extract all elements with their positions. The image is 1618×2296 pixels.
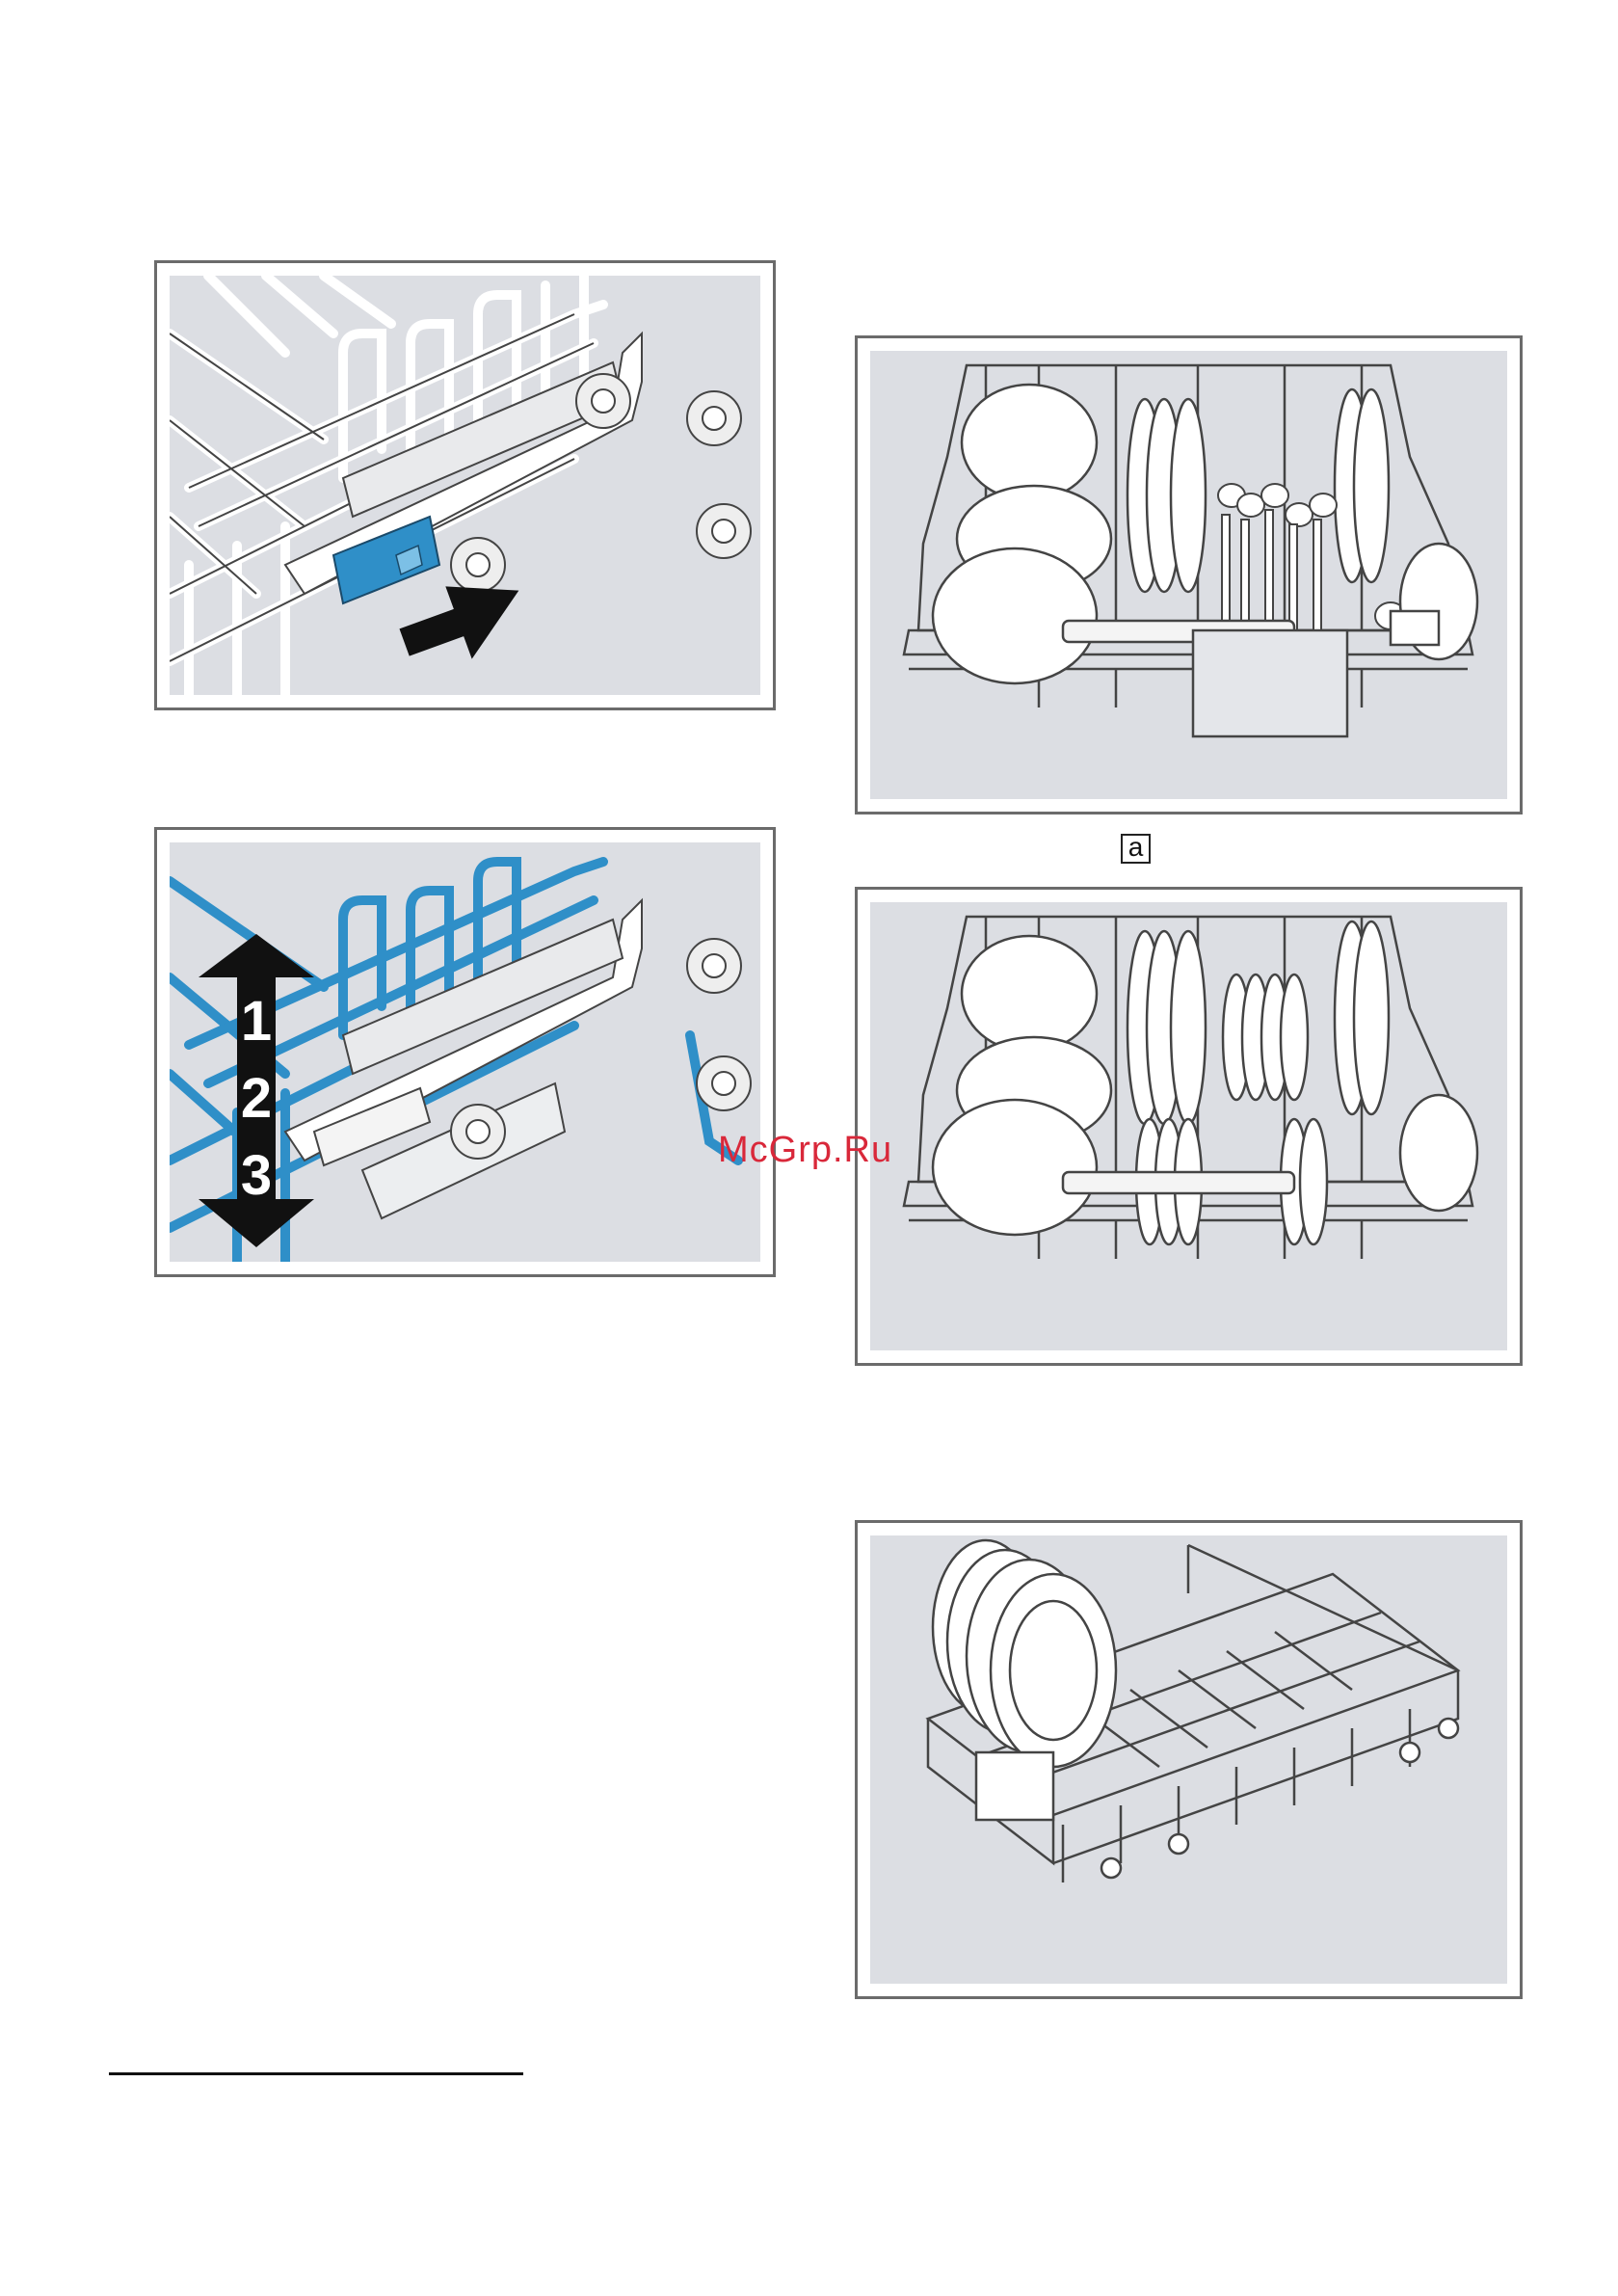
footnote-rule: [109, 2072, 523, 2075]
upper-rack-loaded-illustration: [870, 351, 1507, 799]
lower-rack-plates-figure: [855, 1520, 1523, 1999]
rack-height-levels-figure: 1 2 3: [154, 827, 776, 1277]
rack-release-lever-illustration: [170, 276, 760, 695]
rack-release-figure: [154, 260, 776, 710]
lower-rack-plates-illustration: [870, 1535, 1507, 1984]
level-2-label: 2: [241, 1067, 272, 1130]
upper-rack-cutlery-figure: [855, 335, 1523, 814]
upper-rack-plates-illustration: [870, 902, 1507, 1350]
watermark-text: McGrp.Ru: [718, 1130, 892, 1171]
level-3-label: 3: [241, 1144, 272, 1207]
callout-a-label: a: [1121, 834, 1151, 864]
rack-height-arrow-illustration: 1 2 3: [170, 842, 760, 1262]
level-1-label: 1: [241, 990, 272, 1053]
upper-rack-plates-figure: [855, 887, 1523, 1366]
